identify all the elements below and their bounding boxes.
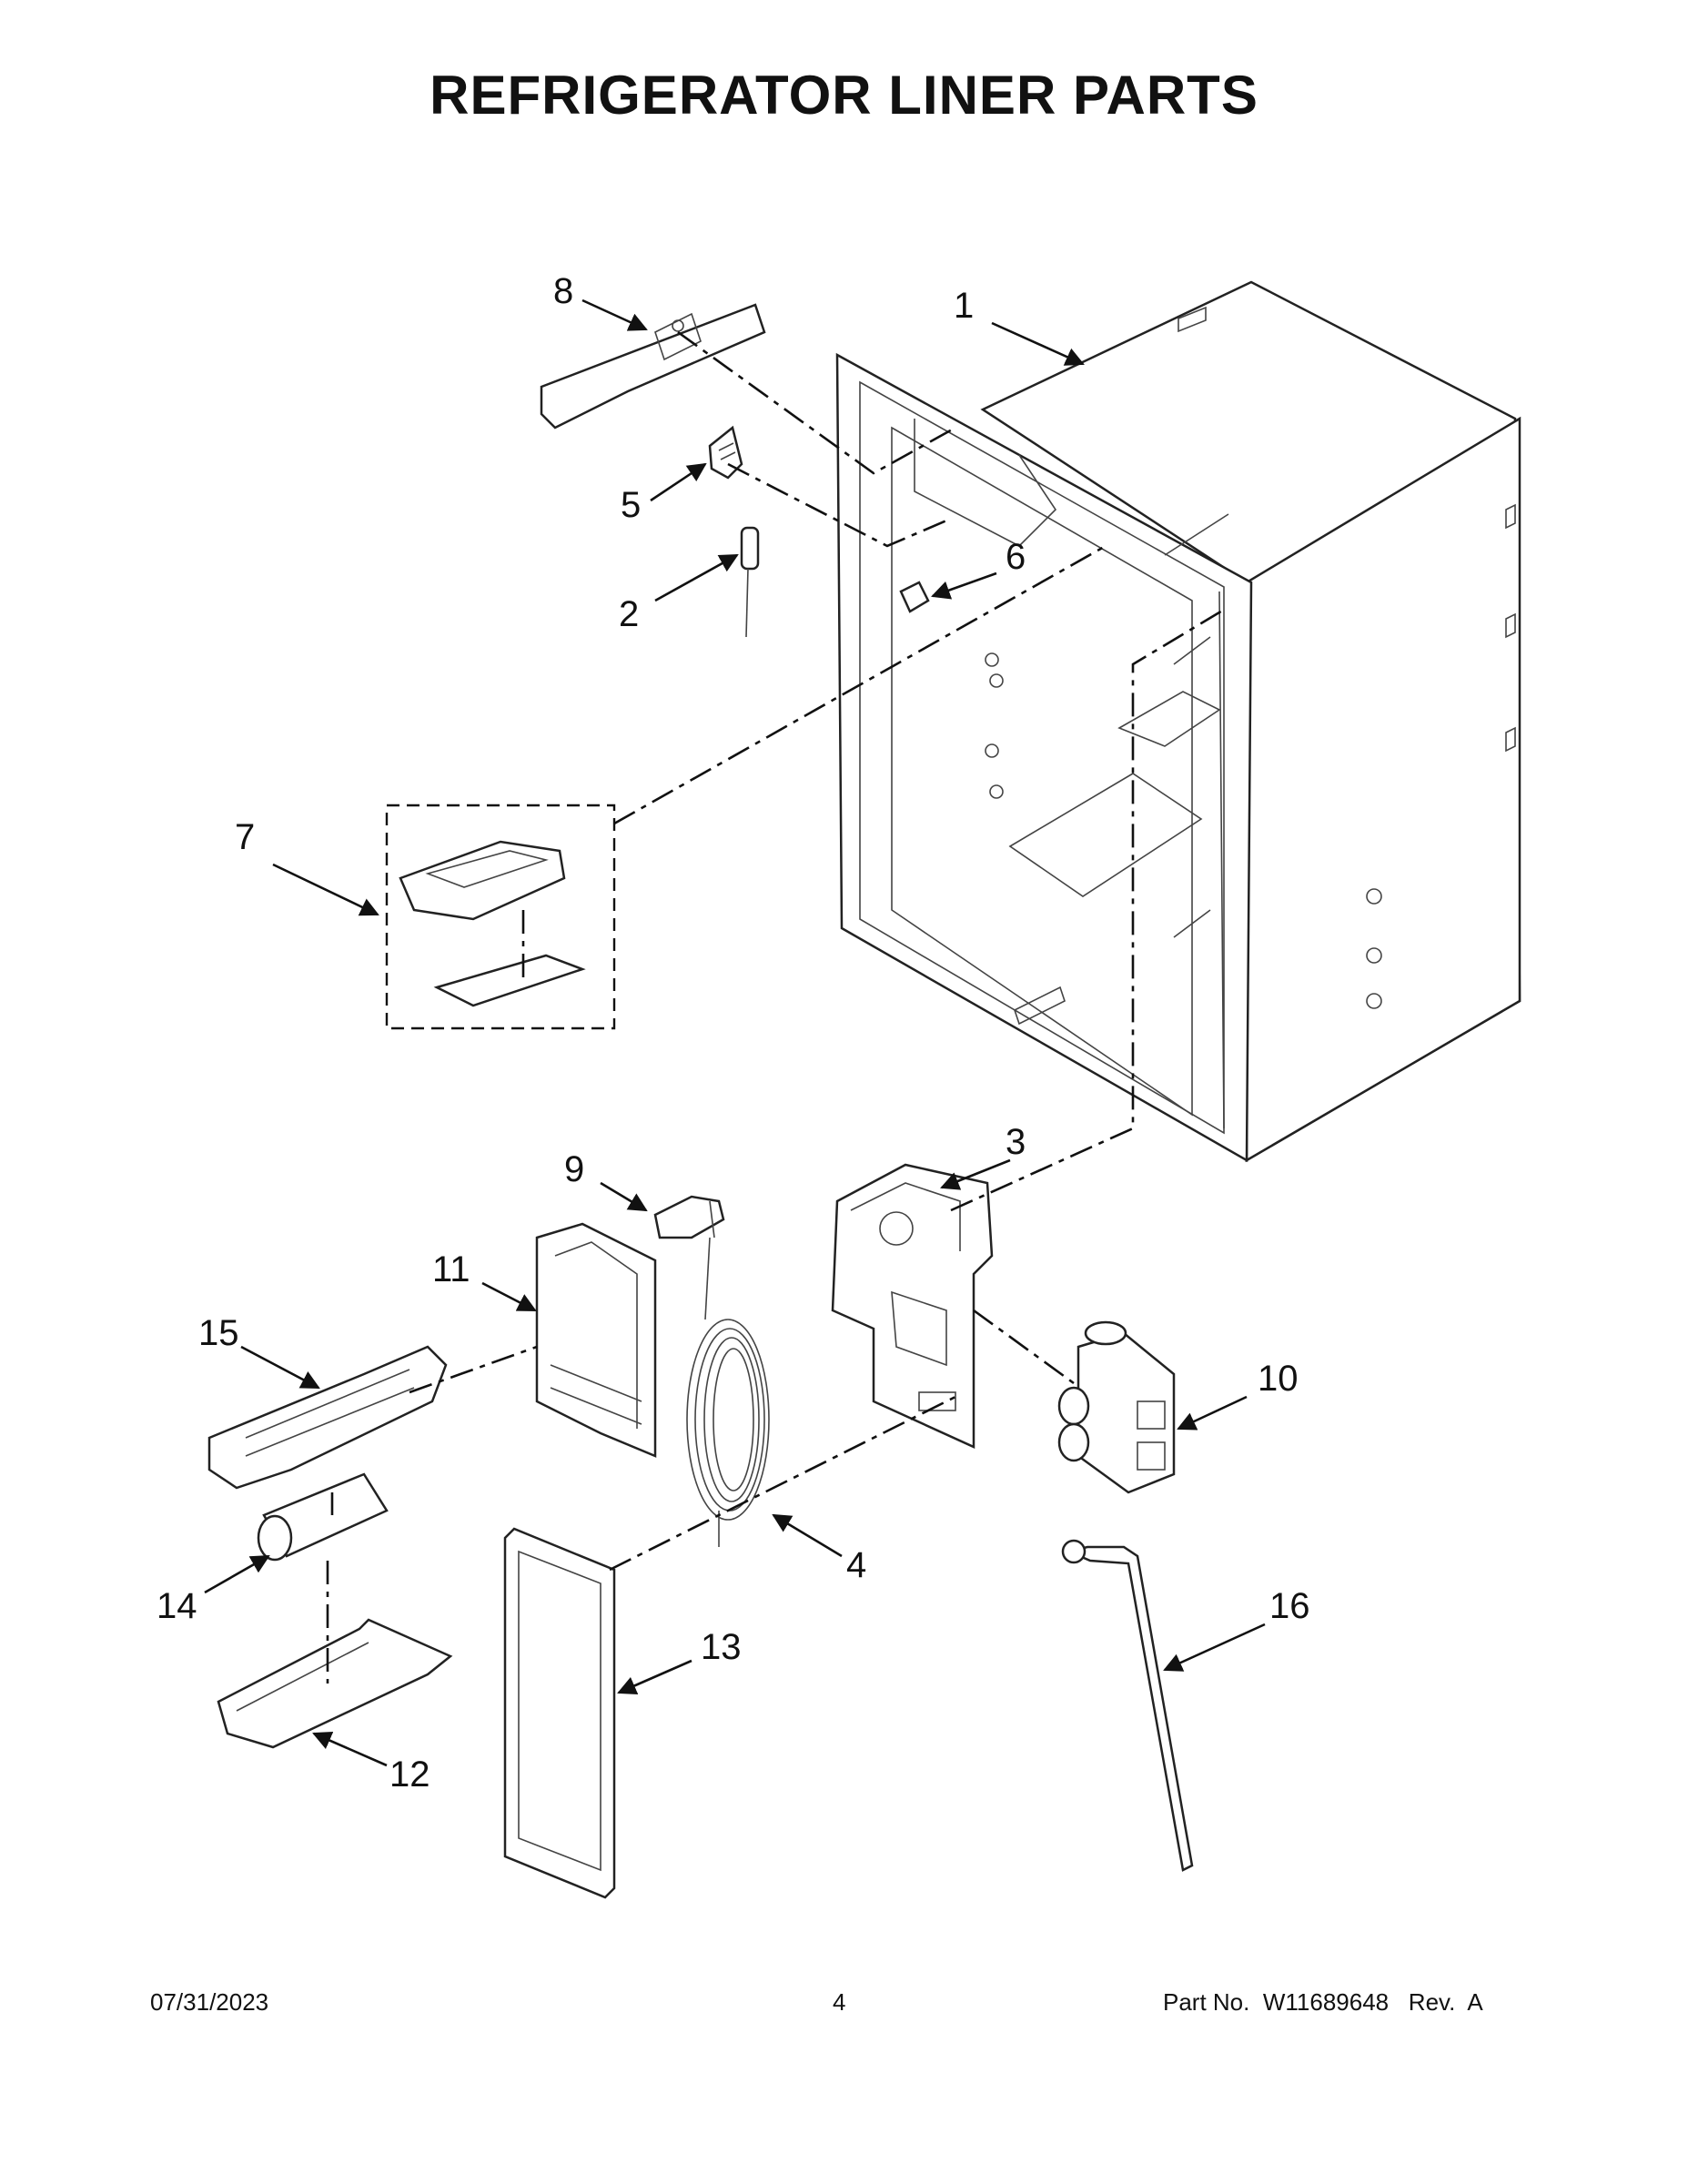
footer-part-number: Part No. W11689648 Rev. A [1163,1988,1483,2017]
part-number-label: Part No. [1163,1988,1250,2016]
part-number-value: W11689648 [1262,1988,1390,2016]
callout-14: 14 [157,1586,197,1626]
footer-page-number: 4 [833,1988,846,2016]
housing-part-3 [831,1163,994,1449]
callout-8: 8 [553,271,574,311]
callout-1: 1 [954,286,975,326]
connector-part-9 [653,1195,725,1239]
clip-part-6 [899,581,930,613]
callout-4: 4 [846,1545,867,1585]
callout-15: 15 [198,1313,239,1353]
filter-part-14 [257,1472,389,1562]
tube-part-16 [1061,1539,1194,1872]
thermistor-part-2 [740,526,760,638]
callout-12: 12 [389,1754,430,1795]
callout-7: 7 [235,817,256,857]
filter-housing-part-15 [207,1345,448,1490]
liner-part-1 [835,280,1521,1163]
trim-part-13 [503,1527,616,1899]
callout-11: 11 [432,1249,470,1289]
callout-5: 5 [621,485,642,525]
assembly-dash-lines [326,330,1225,1684]
callout-9: 9 [564,1149,585,1189]
callout-13: 13 [701,1627,742,1667]
cover-part-8 [540,303,766,430]
door-part-12 [217,1618,453,1749]
callout-2: 2 [619,594,640,634]
page-title: REFRIGERATOR LINER PARTS [430,65,1258,126]
bracket-part-11 [535,1222,657,1458]
leader-arrows [204,298,1266,1767]
callout-16: 16 [1269,1586,1310,1626]
footer-date: 07/31/2023 [150,1988,269,2016]
callout-10: 10 [1258,1359,1299,1399]
callout-6: 6 [1006,537,1026,577]
valve-part-10 [1057,1320,1176,1494]
damper-part-5 [708,425,743,480]
revision-value: A [1467,1988,1483,2016]
tubing-part-4 [686,1237,770,1547]
control-module-part-7 [385,804,616,1030]
revision-label: Rev. [1408,1988,1456,2016]
callout-3: 3 [1006,1122,1026,1162]
